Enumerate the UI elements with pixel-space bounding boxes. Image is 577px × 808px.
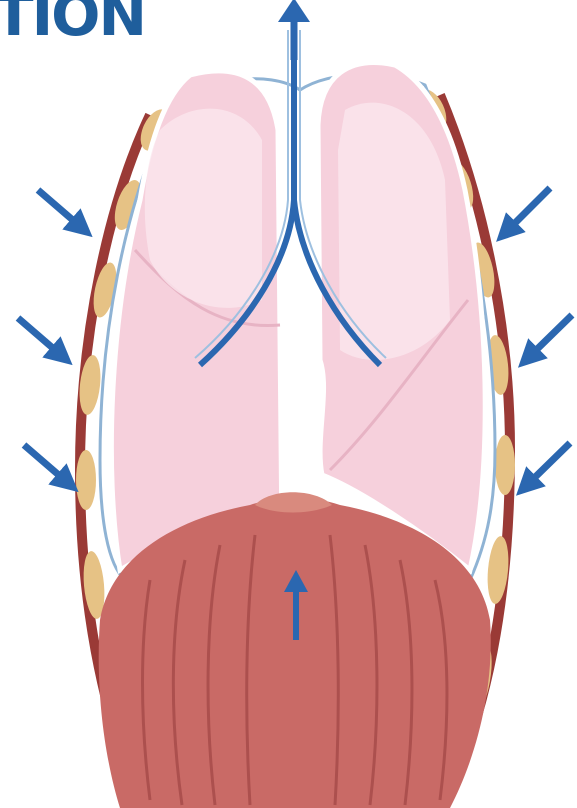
inward-pressure-arrow-icon: [38, 190, 82, 228]
left-lung-highlight: [145, 109, 262, 308]
left-inward-pressure-arrows: [18, 190, 82, 483]
diaphragm: [99, 498, 491, 808]
airflow-up-arrow-icon: [278, 0, 310, 60]
inward-pressure-arrow-icon: [18, 318, 62, 356]
inward-pressure-arrow-icon: [528, 315, 572, 358]
inward-pressure-arrow-icon: [526, 443, 570, 486]
right-inward-pressure-arrows: [506, 188, 572, 486]
inward-pressure-arrow-icon: [24, 445, 68, 483]
inward-pressure-arrow-icon: [506, 188, 550, 232]
